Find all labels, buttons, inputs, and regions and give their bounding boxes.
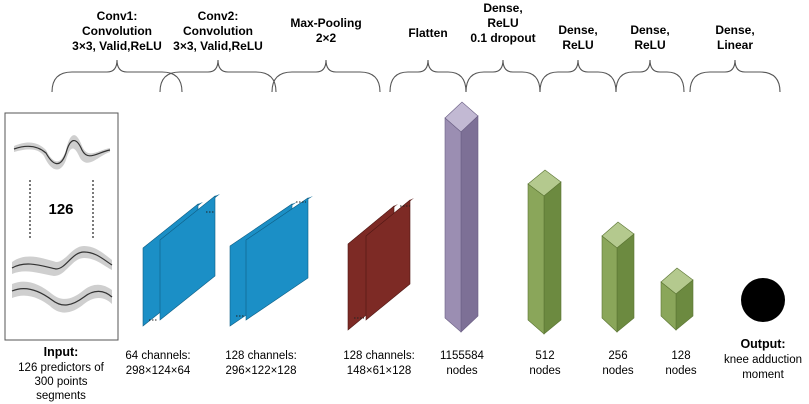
header-conv1-line2: Convolution [82,24,152,38]
caption-conv2-line2: 296×122×128 [226,365,297,377]
brace-dense1 [465,59,541,93]
caption-input: Input: 126 predictors of 300 points segm… [18,345,104,402]
caption-pool-line1: 128 channels: [343,350,415,362]
header-conv2-line2: Convolution [183,24,253,38]
header-conv1: Conv1: Convolution 3×3, Valid,ReLU [72,9,162,53]
header-dense4-line2: Linear [717,38,753,52]
header-dense1-line1: Dense, [483,1,522,15]
caption-dense1-line1: 512 [535,350,554,362]
header-dense2: Dense, ReLU [558,23,597,52]
caption-dense3: 128 nodes [665,350,697,377]
header-dense3: Dense, ReLU [630,23,669,52]
header-dense1: Dense, ReLU 0.1 dropout [470,1,535,45]
caption-input-title: Input: [44,345,79,359]
header-dense3-line1: Dense, [630,23,669,37]
caption-conv1-line1: 64 channels: [125,350,190,362]
header-flatten-line1: Flatten [408,26,447,40]
brace-flatten [389,59,467,93]
header-dense1-line3: 0.1 dropout [470,31,535,45]
brace-dense4 [689,59,781,93]
caption-flatten: 1155584 nodes [440,350,485,377]
caption-output: Output: knee adduction moment [724,337,802,381]
caption-input-line3: segments [36,390,86,402]
caption-dense2-line1: 256 [608,350,627,362]
flatten-column [444,101,479,333]
brace-dense2 [539,59,617,93]
caption-conv1-line2: 298×124×64 [126,365,191,377]
header-maxpool-line2: 2×2 [316,31,337,45]
brace-dense3 [615,59,685,93]
header-flatten: Flatten [408,26,447,40]
caption-output-line1: knee adduction [724,354,802,366]
input-signal-middle [11,246,113,276]
header-conv2-line1: Conv2: [198,9,239,23]
header-dense3-line2: ReLU [634,38,665,52]
header-conv1-line1: Conv1: [97,9,138,23]
input-panel: 126 [4,112,119,341]
conv2-slab-front [245,196,313,321]
header-dense4-line1: Dense, [715,23,754,37]
maxpool-slab-front [365,198,414,321]
header-dense2-line1: Dense, [558,23,597,37]
caption-pool-line2: 148×61×128 [347,365,412,377]
caption-output-line2: moment [742,369,784,381]
dense3-column [660,267,694,331]
caption-flatten-line2: nodes [446,365,478,377]
dense2-column [601,221,635,333]
input-signal-top [13,135,111,170]
caption-pool: 128 channels: 148×61×128 [343,350,415,377]
caption-input-line1: 126 predictors of [18,362,104,374]
caption-flatten-line1: 1155584 [440,350,485,362]
header-maxpool: Max-Pooling 2×2 [290,16,361,45]
caption-dense3-line2: nodes [665,365,697,377]
conv2-block [229,196,313,327]
caption-output-title: Output: [740,337,785,351]
header-braces [51,59,781,93]
header-dense1-line2: ReLU [487,16,518,30]
caption-dense1-line2: nodes [529,365,561,377]
caption-conv1: 64 channels: 298×124×64 [125,350,191,377]
header-conv1-line3: 3×3, Valid,ReLU [72,39,162,53]
input-signal-bottom [11,281,113,313]
caption-conv2-line1: 128 channels: [225,350,297,362]
dense1-column [527,169,562,335]
caption-dense3-line1: 128 [671,350,690,362]
brace-conv1 [51,59,183,93]
header-conv2: Conv2: Convolution 3×3, Valid,ReLU [173,9,263,53]
header-dense4: Dense, Linear [715,23,754,52]
caption-dense2-line2: nodes [602,365,634,377]
brace-maxpool [271,59,381,93]
caption-dense2: 256 nodes [602,350,634,377]
header-dense2-line2: ReLU [562,38,593,52]
conv1-slab-front [159,194,220,321]
output-node [741,278,785,322]
caption-dense1: 512 nodes [529,350,561,377]
input-count-label: 126 [48,201,73,218]
header-maxpool-line1: Max-Pooling [290,16,361,30]
caption-input-line2: 300 points [34,376,87,388]
brace-conv2 [159,59,277,93]
conv1-block [142,194,220,327]
header-conv2-line3: 3×3, Valid,ReLU [173,39,263,53]
caption-conv2: 128 channels: 296×122×128 [225,350,297,377]
maxpool-block [347,198,414,331]
